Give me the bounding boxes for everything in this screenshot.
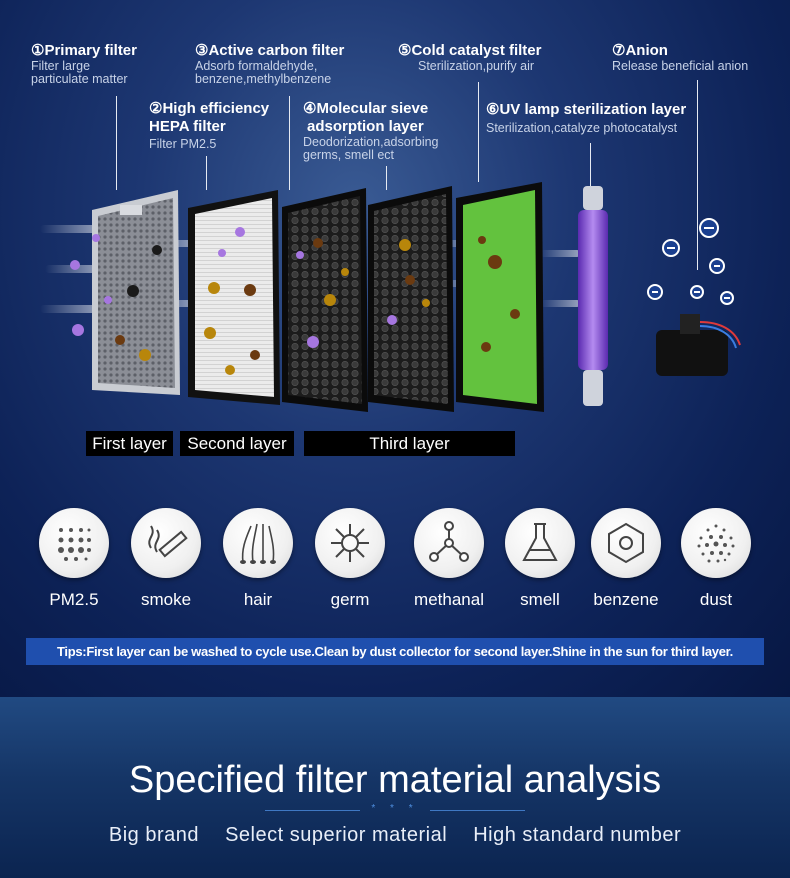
pollutant-dust: dust — [677, 508, 755, 610]
flask-icon — [505, 508, 575, 578]
filter-title: ①Primary filter — [31, 42, 137, 59]
section-subtitle: Big brand Select superior material High … — [0, 824, 790, 847]
pollutant-label: smoke — [140, 590, 192, 609]
cold-catalyst-panel — [456, 182, 544, 412]
pollutant-methanal: methanal — [410, 508, 488, 610]
filter-desc: Filter PM2.5 — [149, 137, 217, 151]
filter-title: ⑥UV lamp sterilization layer — [486, 101, 687, 118]
uv-lamp — [578, 186, 608, 406]
filter-title: ⑦Anion — [612, 42, 668, 59]
pointer-line — [590, 143, 591, 187]
layer-label-first: First layer — [86, 431, 173, 456]
filter-label-carbon: ③Active carbon filter Adsorb formaldehyd… — [195, 42, 344, 86]
pollutant-particles — [70, 227, 520, 375]
subtitle-item: High standard number — [473, 824, 682, 846]
cigarette-icon — [131, 508, 201, 578]
pollutant-label: benzene — [593, 590, 659, 609]
pollutant-pm25: PM2.5 — [35, 508, 113, 610]
filter-desc: particulate matter — [31, 72, 128, 86]
pollutant-hair: hair — [219, 508, 297, 610]
molecular-sieve-panel — [368, 186, 454, 412]
section-title: Specified filter material analysis — [128, 759, 662, 801]
pointer-line — [697, 80, 698, 270]
filter-label-cold-catalyst: ⑤Cold catalyst filter Sterilization,puri… — [398, 42, 541, 73]
filter-desc: Filter large — [31, 59, 91, 73]
pollutant-label: germ — [330, 590, 370, 609]
pointer-line — [386, 166, 387, 190]
pointer-line — [478, 82, 479, 182]
filter-desc: Sterilization,catalyze photocatalyst — [486, 121, 678, 135]
dust-icon — [681, 508, 751, 578]
title-stars: * * * — [371, 803, 419, 814]
filter-desc: Adsorb formaldehyde, — [195, 59, 318, 73]
layer-label-second: Second layer — [180, 431, 294, 456]
pollutant-smoke: smoke — [127, 508, 205, 610]
filter-label-uv: ⑥UV lamp sterilization layer Sterilizati… — [486, 101, 686, 135]
anion-particles — [647, 218, 734, 305]
filter-label-hepa: ②High efficiency HEPA filter Filter PM2.… — [149, 100, 269, 151]
filter-title: ⑤Cold catalyst filter — [398, 42, 542, 59]
subtitle-item: Select superior material — [225, 824, 448, 846]
filter-label-anion: ⑦Anion Release beneficial anion — [612, 42, 748, 73]
tips-banner: Tips:First layer can be washed to cycle … — [26, 638, 764, 665]
pollutant-label: dust — [699, 590, 733, 609]
molecule-icon — [414, 508, 484, 578]
pollutant-smell: smell — [501, 508, 579, 610]
pointer-line — [206, 156, 207, 190]
filter-desc: benzene,methylbenzene — [195, 72, 332, 86]
filter-title: HEPA filter — [149, 118, 226, 135]
pollutant-germ: germ — [311, 508, 389, 610]
pollutant-label: PM2.5 — [49, 590, 99, 609]
filter-stack-illustration — [40, 182, 741, 412]
anion-generator — [656, 314, 741, 376]
filter-title: adsorption layer — [307, 118, 424, 135]
hair-icon — [223, 508, 293, 578]
layer-label-third: Third layer — [304, 431, 515, 456]
filter-label-molecular: ④Molecular sieve adsorption layer Deodor… — [303, 100, 439, 162]
pollutant-label: smell — [520, 590, 560, 609]
pollutant-benzene: benzene — [587, 508, 665, 610]
hexagon-icon — [591, 508, 661, 578]
filter-desc: Deodorization,adsorbing — [303, 135, 439, 149]
title-divider-left — [265, 810, 360, 811]
filter-title: ②High efficiency — [149, 100, 270, 117]
filter-title: ③Active carbon filter — [195, 42, 345, 59]
particles-icon — [39, 508, 109, 578]
filter-title: ④Molecular sieve — [303, 100, 429, 117]
filter-desc: Release beneficial anion — [612, 59, 749, 73]
subtitle-item: Big brand — [108, 824, 199, 846]
analysis-header-section — [0, 697, 790, 878]
pollutant-label: hair — [243, 590, 273, 609]
pointer-line — [289, 96, 290, 190]
pollutant-label: methanal — [414, 590, 484, 609]
filter-desc: Sterilization,purify air — [418, 59, 535, 73]
title-divider-right — [430, 810, 525, 811]
germ-icon — [315, 508, 385, 578]
pointer-line — [116, 96, 117, 190]
filter-desc: germs, smell ect — [303, 148, 394, 162]
